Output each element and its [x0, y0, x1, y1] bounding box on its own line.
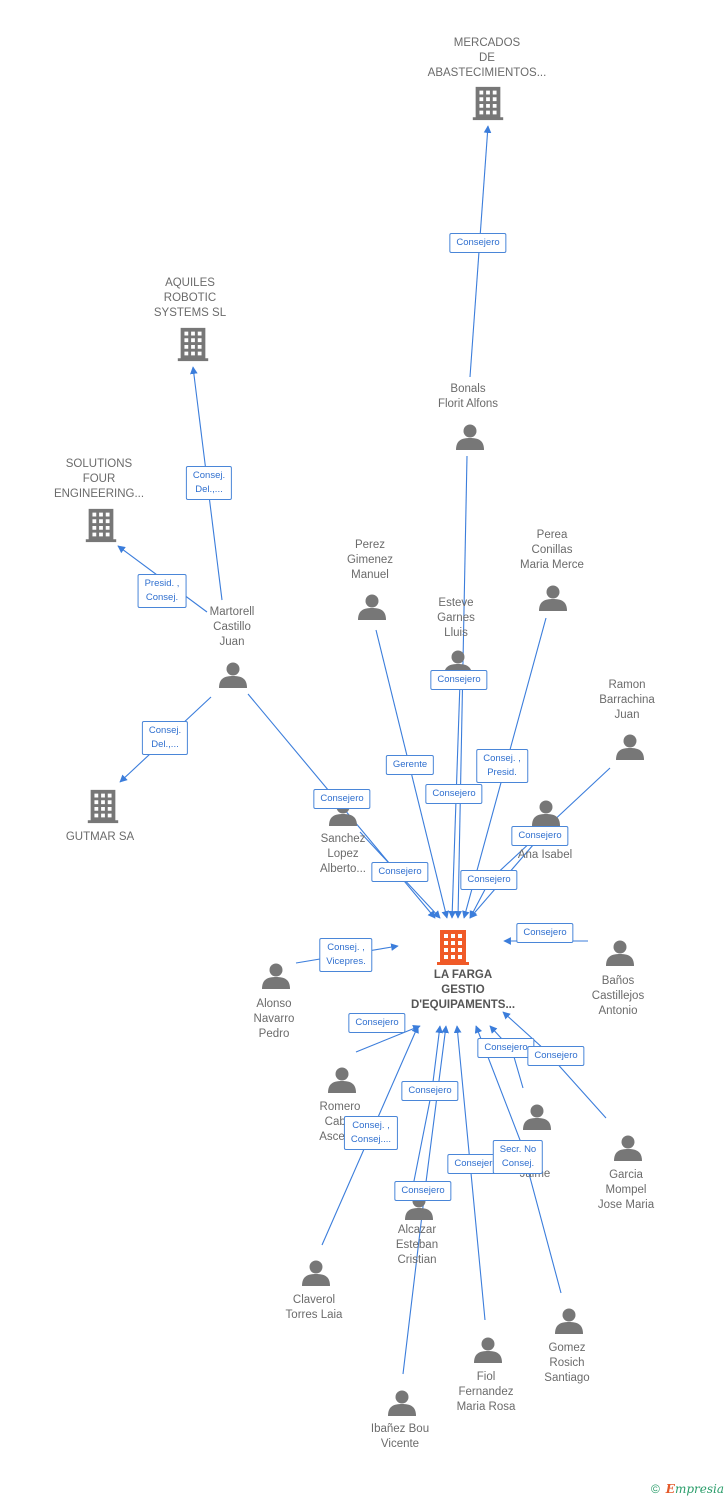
node-label-perez[interactable]: Perez Gimenez Manuel: [346, 539, 394, 581]
bonals-person-icon[interactable]: [456, 424, 484, 451]
relation-label-bonals-mercados[interactable]: Consejero: [449, 233, 507, 253]
relation-label-garcia-main[interactable]: Consejero: [527, 1046, 585, 1066]
node-label-gutmar[interactable]: GUTMAR SA: [65, 831, 135, 843]
relation-label-gomez-main[interactable]: Secr. No Consej.: [492, 1140, 544, 1174]
relation-label-martorell-gutmar[interactable]: Consej. Del.,...: [141, 721, 189, 755]
relation-label-sanchez-main[interactable]: Consejero: [371, 862, 429, 882]
relation-label-bonals-main[interactable]: Consejero: [425, 784, 483, 804]
brand-name: mpresia: [674, 1482, 724, 1496]
relation-label-ramon-main[interactable]: Consejero: [460, 870, 518, 890]
banos-person-icon[interactable]: [606, 940, 634, 967]
node-label-fiol[interactable]: Fiol Fernandez Maria Rosa: [456, 1371, 516, 1413]
gomez-person-icon[interactable]: [555, 1308, 583, 1335]
brand-logo: Empresia: [666, 1482, 724, 1496]
alonso-person-icon[interactable]: [262, 963, 290, 990]
relation-label-anaisabel-main[interactable]: Consejero: [511, 826, 569, 846]
relation-label-perez-main[interactable]: Gerente: [385, 755, 435, 775]
node-label-sanchez[interactable]: Sanchez Lopez Alberto...: [319, 833, 367, 875]
relation-label-banos-main[interactable]: Consejero: [516, 923, 574, 943]
node-label-gomez[interactable]: Gomez Rosich Santiago: [544, 1342, 590, 1384]
node-label-main[interactable]: LA FARGA GESTIO D'EQUIPAMENTS...: [410, 969, 516, 1011]
node-label-bonals[interactable]: Bonals Florit Alfons: [437, 383, 499, 410]
perez-person-icon[interactable]: [358, 594, 386, 621]
copyright-symbol: ©: [650, 1482, 660, 1496]
brand-initial: E: [665, 1482, 675, 1496]
edge-romero-to-main: [355, 1025, 421, 1053]
relation-label-esteve-main[interactable]: Consejero: [430, 670, 488, 690]
relation-label-alonso-main[interactable]: Consej. , Vicepres.: [319, 938, 373, 972]
relation-label-romero-main[interactable]: Consejero: [348, 1013, 406, 1033]
node-label-ibanez[interactable]: Ibañez Bou Vicente: [370, 1423, 430, 1450]
perea-person-icon[interactable]: [539, 585, 567, 612]
brand-footer: © Empresia: [651, 1482, 724, 1496]
node-label-mercados[interactable]: MERCADOS DE ABASTECIMIENTOS...: [427, 37, 547, 79]
relation-label-martorell-solutions[interactable]: Presid. , Consej.: [137, 574, 187, 608]
node-label-solutions[interactable]: SOLUTIONS FOUR ENGINEERING...: [53, 458, 145, 500]
claverol-person-icon[interactable]: [302, 1260, 330, 1287]
node-label-alcazar[interactable]: Alcazar Esteban Cristian: [395, 1224, 439, 1266]
relation-label-claverol-main[interactable]: Consej. , Consej....: [343, 1116, 399, 1150]
node-label-claverol[interactable]: Claverol Torres Laia: [285, 1294, 343, 1321]
node-label-martorell[interactable]: Martorell Castillo Juan: [209, 606, 255, 648]
node-label-aquiles[interactable]: AQUILES ROBOTIC SYSTEMS SL: [153, 277, 227, 319]
fiol-person-icon[interactable]: [474, 1337, 502, 1364]
mercados-building-icon[interactable]: [472, 86, 504, 121]
ramon-person-icon[interactable]: [616, 734, 644, 761]
gutmar-building-icon[interactable]: [87, 789, 119, 824]
relation-label-fiol-main[interactable]: Consejero: [447, 1154, 505, 1174]
garcia-person-icon[interactable]: [614, 1135, 642, 1162]
relation-label-ibanez-main[interactable]: Consejero: [394, 1181, 452, 1201]
ibanez-person-icon[interactable]: [388, 1390, 416, 1417]
relation-label-martorell-aquiles[interactable]: Consej. Del.,...: [185, 466, 233, 500]
jaime-person-icon[interactable]: [523, 1104, 551, 1131]
aquiles-building-icon[interactable]: [177, 327, 209, 362]
relation-label-perea-main[interactable]: Consej. , Presid.: [476, 749, 528, 783]
martorell-person-icon[interactable]: [219, 662, 247, 689]
anaisabel-person-icon[interactable]: [532, 800, 560, 827]
solutions-building-icon[interactable]: [85, 508, 117, 543]
node-label-banos[interactable]: Baños Castillejos Antonio: [591, 975, 645, 1017]
romero-person-icon[interactable]: [328, 1067, 356, 1094]
relation-label-martorell-main[interactable]: Consejero: [313, 789, 371, 809]
main-building-icon[interactable]: [437, 930, 469, 965]
relation-label-jaime-main[interactable]: Consejero: [477, 1038, 535, 1058]
relation-label-alcazar-main[interactable]: Consejero: [401, 1081, 459, 1101]
node-label-perea[interactable]: Perea Conillas Maria Merce: [520, 529, 584, 571]
node-label-garcia[interactable]: Garcia Mompel Jose Maria: [597, 1169, 655, 1211]
node-label-esteve[interactable]: Esteve Garnes Lluis: [437, 597, 475, 639]
node-label-ramon[interactable]: Ramon Barrachina Juan: [599, 679, 655, 721]
node-label-alonso[interactable]: Alonso Navarro Pedro: [253, 998, 295, 1040]
